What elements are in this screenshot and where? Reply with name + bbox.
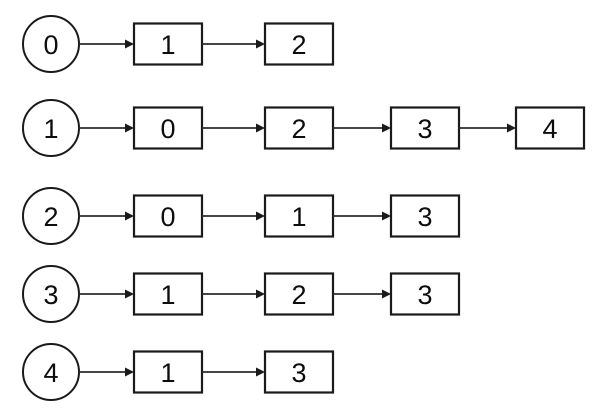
- neighbor-box-1-4[interactable]: [514, 106, 586, 150]
- neighbor-box-3-1[interactable]: [132, 272, 204, 316]
- arrow-head-3-0: [256, 289, 265, 299]
- arrow-head-2-0: [256, 211, 265, 221]
- neighbor-box-1-0[interactable]: [132, 106, 204, 150]
- neighbor-box-4-3[interactable]: [263, 350, 335, 394]
- arrow-head-1-head: [125, 123, 134, 133]
- neighbor-label-3-2: 2: [291, 280, 306, 310]
- vertex-label-1: 1: [43, 114, 58, 144]
- arrow-head-3-head: [125, 289, 134, 299]
- arrow-head-1-1: [382, 123, 391, 133]
- arrow-head-2-head: [125, 211, 134, 221]
- vertex-label-2: 2: [43, 202, 58, 232]
- neighbor-label-3-3: 3: [417, 280, 432, 310]
- arrow-head-1-2: [507, 123, 516, 133]
- arrow-head-4-0: [256, 367, 265, 377]
- arrow-head-2-1: [382, 211, 391, 221]
- vertex-label-0: 0: [43, 30, 58, 60]
- neighbor-label-0-1: 1: [160, 30, 175, 60]
- neighbor-box-2-0[interactable]: [132, 194, 204, 238]
- neighbor-label-2-3: 3: [417, 202, 432, 232]
- adjacency-row-1: 1 0 2 3 4: [22, 99, 586, 157]
- neighbor-box-2-3[interactable]: [389, 194, 461, 238]
- neighbor-label-3-1: 1: [160, 280, 175, 310]
- neighbor-box-2-1[interactable]: [263, 194, 335, 238]
- neighbor-box-3-2[interactable]: [263, 272, 335, 316]
- arrow-head-1-0: [256, 123, 265, 133]
- neighbor-label-4-3: 3: [291, 358, 306, 388]
- neighbor-box-1-3[interactable]: [389, 106, 461, 150]
- neighbor-label-2-0: 0: [160, 202, 175, 232]
- arrow-head-3-1: [382, 289, 391, 299]
- arrow-head-0-0: [256, 39, 265, 49]
- adjacency-row-3: 3 1 2 3: [22, 265, 461, 323]
- neighbor-label-2-1: 1: [291, 202, 306, 232]
- neighbor-label-1-4: 4: [542, 114, 557, 144]
- neighbor-label-0-2: 2: [291, 30, 306, 60]
- vertex-label-4: 4: [43, 358, 58, 388]
- neighbor-box-0-2[interactable]: [263, 22, 335, 66]
- neighbor-box-0-1[interactable]: [132, 22, 204, 66]
- neighbor-label-1-0: 0: [160, 114, 175, 144]
- arrow-head-4-head: [125, 367, 134, 377]
- neighbor-box-1-2[interactable]: [263, 106, 335, 150]
- adjacency-row-0: 0 1 2: [22, 15, 335, 73]
- neighbor-label-1-3: 3: [417, 114, 432, 144]
- neighbor-box-3-3[interactable]: [389, 272, 461, 316]
- neighbor-label-4-1: 1: [160, 358, 175, 388]
- vertex-label-3: 3: [43, 280, 58, 310]
- arrow-head-0-head: [125, 39, 134, 49]
- neighbor-label-1-2: 2: [291, 114, 306, 144]
- adjacency-row-4: 4 1 3: [22, 343, 335, 401]
